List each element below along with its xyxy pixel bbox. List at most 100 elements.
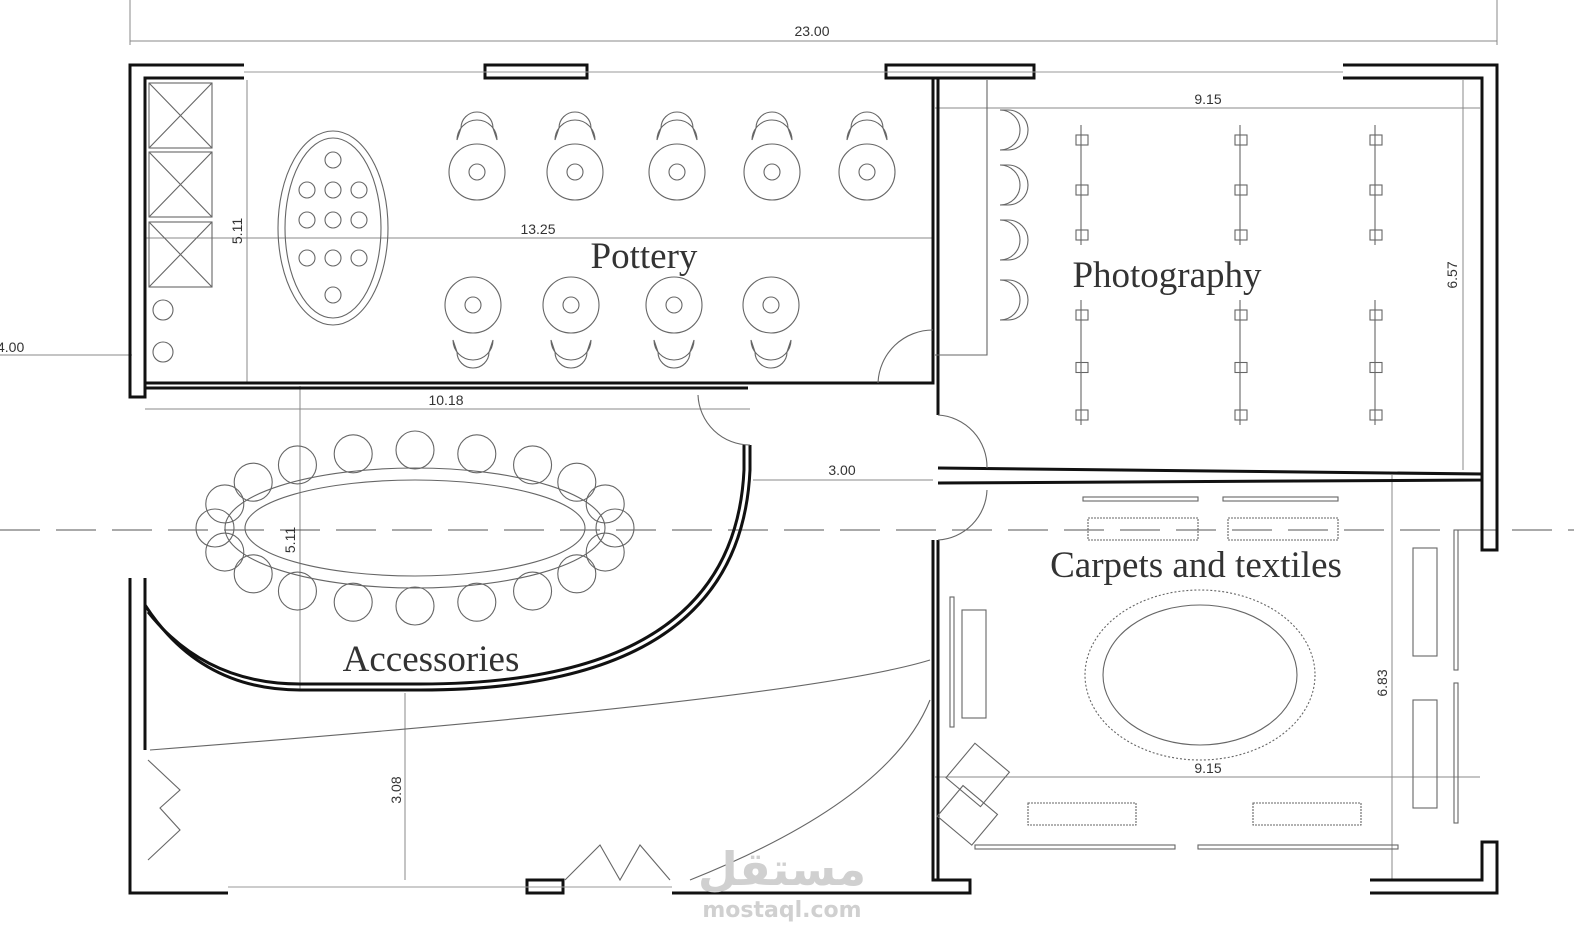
stool	[656, 111, 698, 141]
pottery-wheel	[444, 276, 502, 334]
carpet-roll	[1227, 517, 1339, 541]
dim-corridor-width: 3.00	[828, 462, 855, 478]
dim-entrance-depth: 3.08	[388, 776, 404, 803]
meeting-table	[224, 467, 606, 589]
chair	[205, 484, 245, 524]
photo-frame	[1234, 229, 1248, 241]
photo-frame	[1369, 409, 1383, 421]
photo-frame	[1075, 309, 1089, 321]
partition	[935, 80, 988, 356]
stool	[452, 339, 494, 369]
shelf	[1222, 496, 1339, 502]
chair	[557, 554, 597, 594]
chair	[513, 445, 553, 485]
dim-pottery-width: 13.25	[520, 221, 555, 237]
carpet-hanging	[961, 609, 987, 719]
pot	[324, 249, 342, 267]
dim-accessories-width: 10.18	[428, 392, 463, 408]
dim-carpets-width: 9.15	[1194, 760, 1221, 776]
dim-photography-width: 9.15	[1194, 91, 1221, 107]
round-carpet	[1084, 589, 1316, 761]
dimension-lines	[0, 0, 1574, 880]
photo-frame	[1369, 309, 1383, 321]
photo-frame	[1369, 229, 1383, 241]
carpet-roll	[1027, 802, 1137, 826]
chair	[999, 219, 1029, 261]
storage-box	[148, 221, 213, 288]
stool	[456, 111, 498, 141]
storage-cross	[148, 151, 213, 218]
pot	[350, 211, 368, 229]
pot	[324, 151, 342, 169]
watermark-logo: مستقل	[698, 842, 866, 896]
watermark-url: mostaql.com	[702, 898, 861, 923]
dim-pottery-height: 5.11	[229, 218, 245, 244]
pot	[350, 249, 368, 267]
chair	[195, 508, 235, 548]
chair	[277, 571, 317, 611]
photo-frame	[1075, 229, 1089, 241]
stool	[846, 111, 888, 141]
photo-frame	[1369, 184, 1383, 196]
chair	[999, 164, 1029, 206]
shelf	[1197, 844, 1399, 850]
chair	[557, 462, 597, 502]
carpet-roll	[1252, 802, 1362, 826]
dim-overall-width: 23.00	[794, 23, 829, 39]
chair	[333, 582, 373, 622]
photo-frame	[1234, 184, 1248, 196]
carpet-roll	[1087, 517, 1199, 541]
dim-carpets-height: 6.83	[1374, 669, 1390, 696]
chair	[277, 445, 317, 485]
shelf	[974, 844, 1176, 850]
pot	[350, 181, 368, 199]
chair	[999, 279, 1029, 321]
photo-frame	[1075, 409, 1089, 421]
furniture	[148, 80, 1459, 850]
room-label-photography: Photography	[1072, 255, 1262, 296]
carpet-hanging	[1412, 699, 1438, 809]
pottery-wheel	[743, 143, 801, 201]
storage-cross	[148, 82, 213, 149]
pottery-wheel-center	[562, 296, 580, 314]
pottery-wheel-center	[762, 296, 780, 314]
pottery-wheel	[645, 276, 703, 334]
chair	[595, 508, 635, 548]
display-table-inner	[284, 137, 382, 319]
photo-frame	[1075, 134, 1089, 146]
pottery-wheel-center	[566, 163, 584, 181]
chair	[333, 434, 373, 474]
chair	[233, 462, 273, 502]
photo-frame	[1075, 361, 1089, 374]
photo-frame	[1369, 361, 1383, 374]
pot	[324, 211, 342, 229]
pottery-wheel	[542, 276, 600, 334]
cushion	[945, 742, 1011, 808]
pot	[324, 286, 342, 304]
chair	[205, 532, 245, 572]
chair	[513, 571, 553, 611]
chair	[233, 554, 273, 594]
room-label-carpets: Carpets and textiles	[1050, 545, 1342, 586]
photo-frame	[1234, 361, 1248, 374]
pot	[298, 181, 316, 199]
photo-frame	[1234, 409, 1248, 421]
stool	[550, 339, 592, 369]
shelf	[1453, 529, 1459, 671]
pottery-wheel-center	[468, 163, 486, 181]
cushion	[936, 784, 999, 846]
stool	[554, 111, 596, 141]
chair	[395, 430, 435, 470]
stool	[751, 111, 793, 141]
stool	[750, 339, 792, 369]
meeting-table-inner	[244, 479, 586, 577]
dim-accessories-height: 5.11	[282, 527, 298, 553]
pottery-wheel	[546, 143, 604, 201]
chair	[999, 109, 1029, 151]
shelf	[1082, 496, 1199, 502]
stool	[653, 339, 695, 369]
pottery-wheel	[648, 143, 706, 201]
pottery-wheel-center	[665, 296, 683, 314]
storage-cross	[148, 221, 213, 288]
